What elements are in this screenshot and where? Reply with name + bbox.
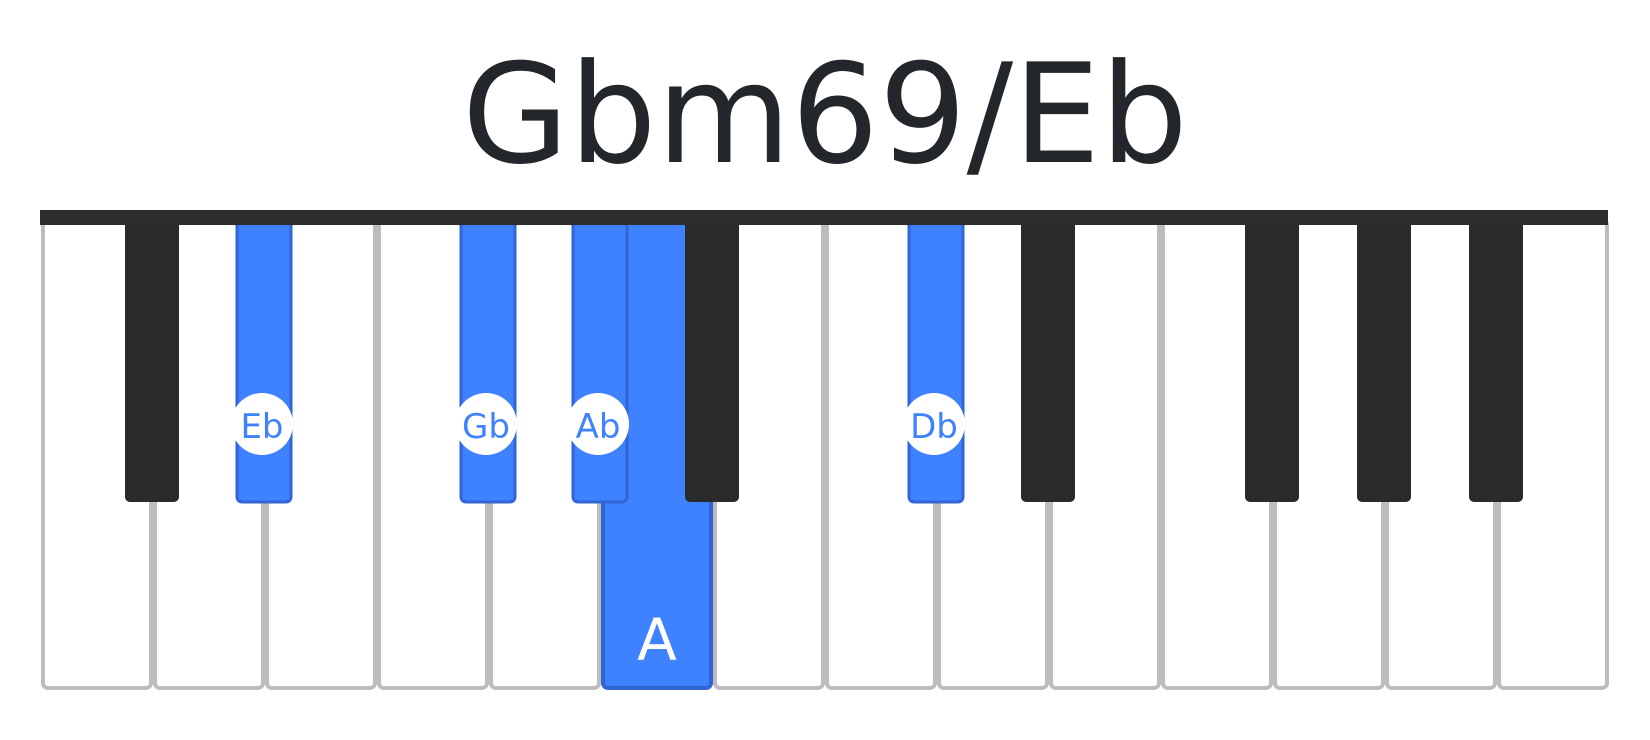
black-key-highlighted bbox=[571, 218, 629, 504]
black-keys: Eb Gb Ab Db bbox=[125, 218, 1523, 504]
black-key-highlighted bbox=[459, 218, 517, 504]
black-key bbox=[1021, 220, 1075, 502]
black-key-label: Db bbox=[910, 407, 958, 447]
black-key-label: Gb bbox=[462, 407, 510, 447]
black-key-label: Ab bbox=[576, 407, 621, 447]
black-key bbox=[685, 220, 739, 502]
note-marker-circle bbox=[567, 393, 629, 455]
black-key bbox=[125, 220, 179, 502]
black-key-highlighted bbox=[235, 218, 293, 504]
note-marker-circle bbox=[903, 393, 965, 455]
note-marker-circle bbox=[455, 393, 517, 455]
white-key-label: A bbox=[637, 606, 677, 674]
chord-title: Gbm69/Eb bbox=[462, 34, 1188, 195]
black-key bbox=[1469, 220, 1523, 502]
note-marker-circle bbox=[231, 393, 293, 455]
black-key bbox=[1357, 220, 1411, 502]
keyboard-top-bar bbox=[40, 210, 1608, 225]
black-key-label: Eb bbox=[240, 407, 283, 447]
black-key-highlighted bbox=[907, 218, 965, 504]
black-key bbox=[1245, 220, 1299, 502]
